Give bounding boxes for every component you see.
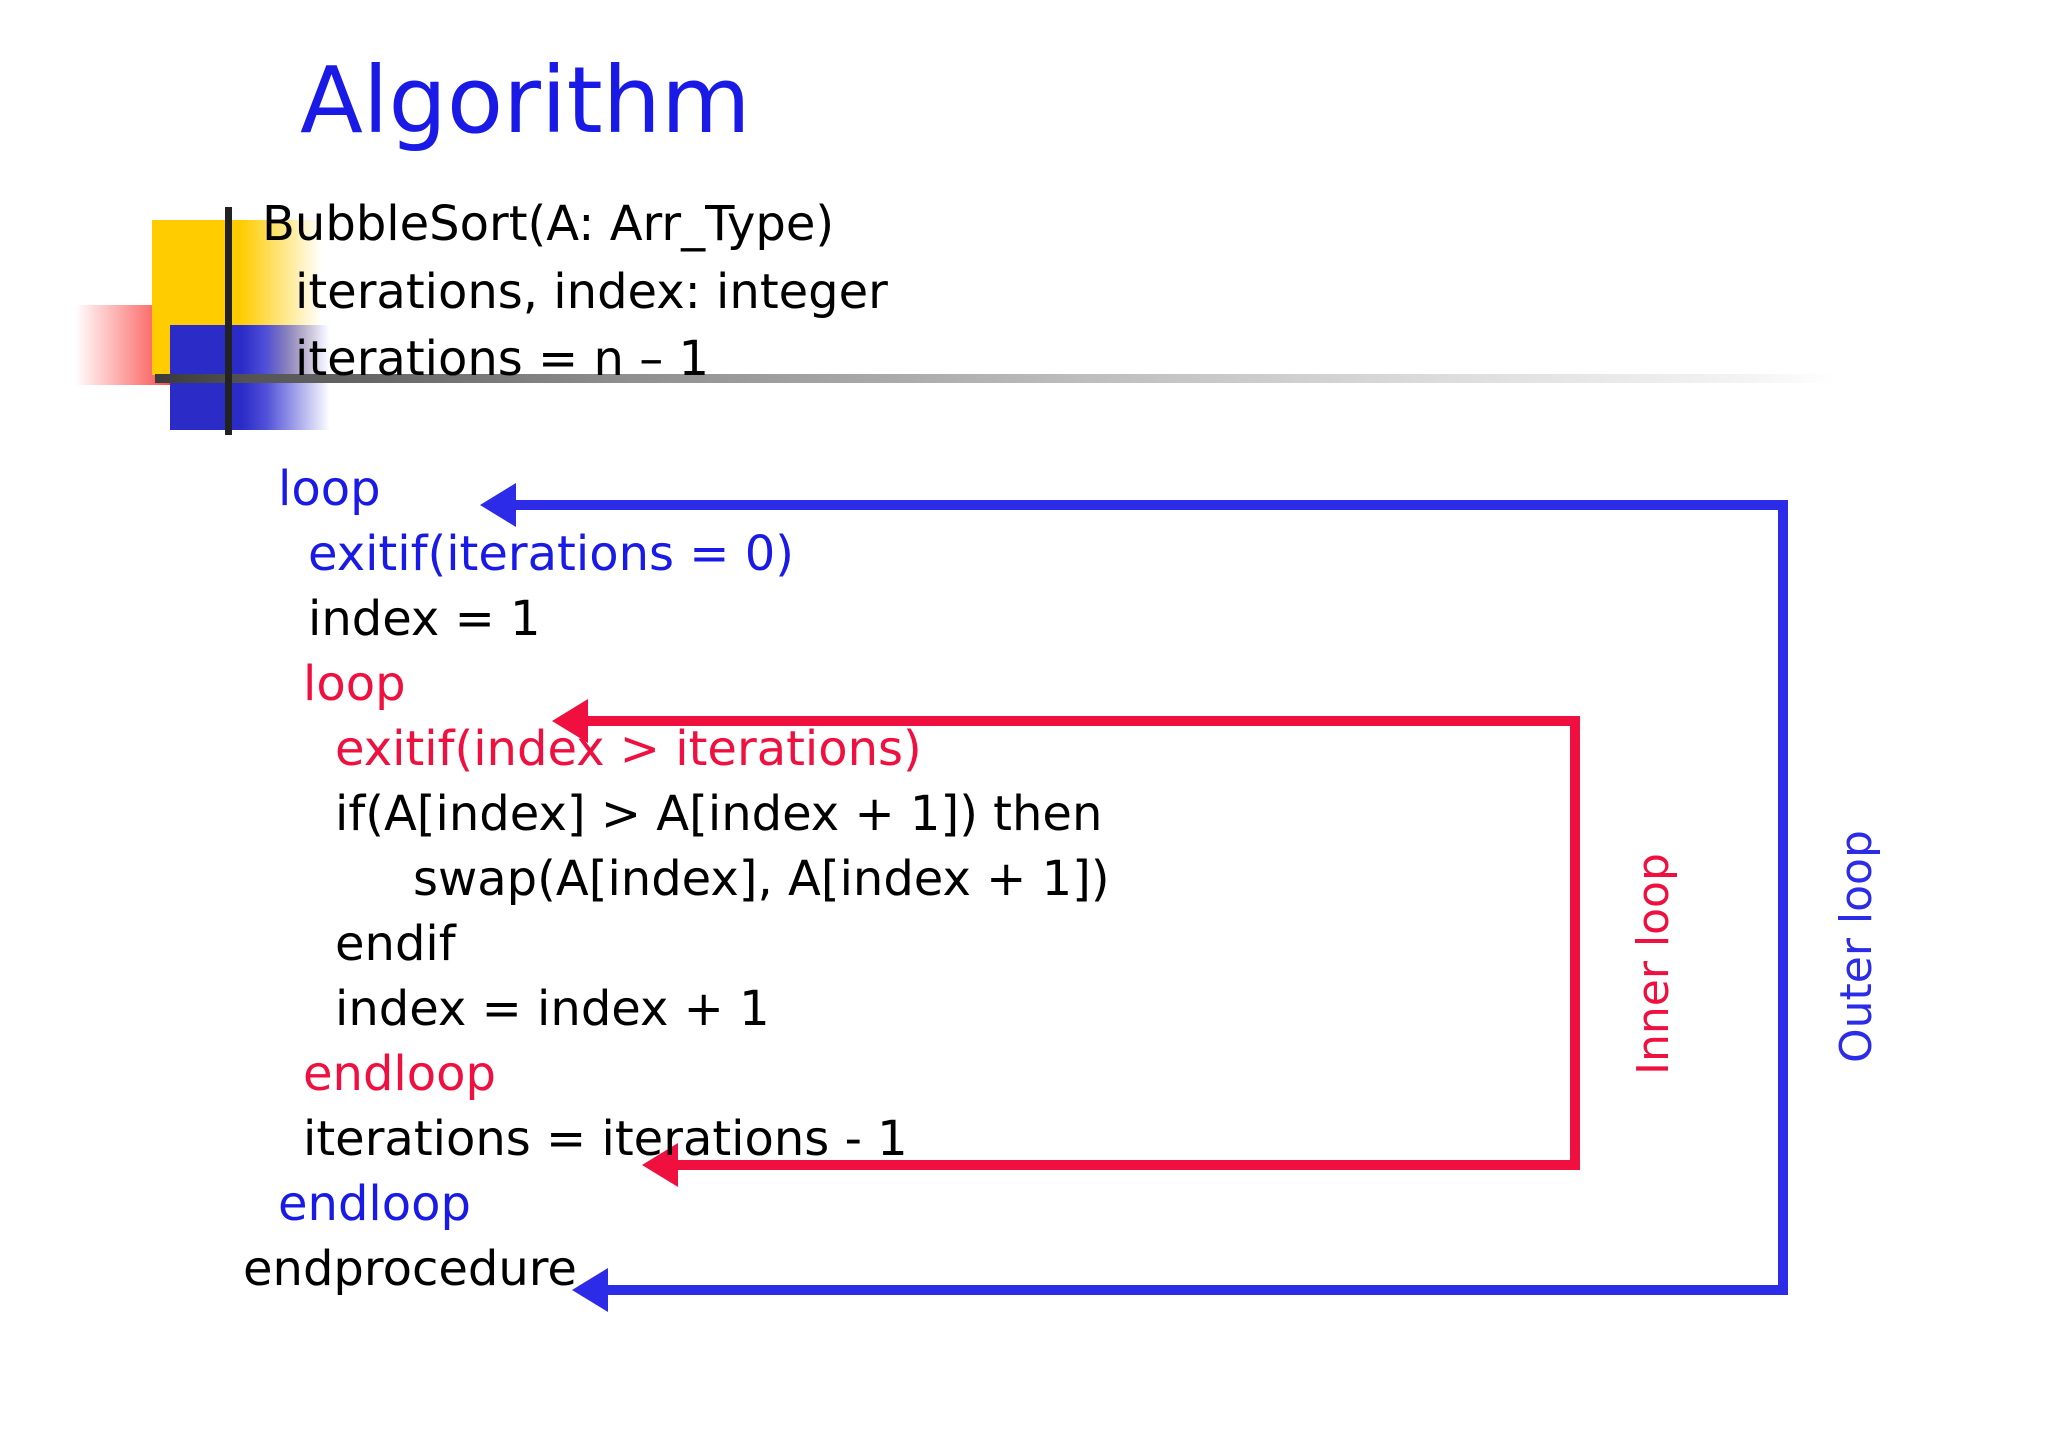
code-line: endprocedure [243, 1241, 577, 1297]
outer-loop-label: Outer loop [1831, 830, 1882, 1063]
code-line-signature: BubbleSort(A: Arr_Type) [262, 196, 835, 252]
outer-loop-bottom-line [590, 1285, 1788, 1295]
logo-horizontal-rule [155, 374, 1835, 383]
code-line: exitif(index > iterations) [335, 721, 922, 777]
code-line: index = index + 1 [335, 981, 770, 1037]
inner-loop-bottom-line [660, 1160, 1580, 1170]
inner-loop-bottom-arrowhead-icon [642, 1143, 678, 1187]
code-line: loop [303, 656, 406, 712]
code-line: exitif(iterations = 0) [308, 526, 794, 582]
outer-loop-top-line [498, 500, 1788, 510]
code-line: endloop [303, 1046, 496, 1102]
code-line: swap(A[index], A[index + 1]) [413, 851, 1110, 907]
inner-loop-label: Inner loop [1628, 853, 1679, 1075]
code-line: iterations = iterations - 1 [303, 1111, 908, 1167]
code-line: loop [278, 461, 381, 517]
code-line-init-iterations: iterations = n – 1 [295, 331, 709, 387]
code-line: if(A[index] > A[index + 1]) then [335, 786, 1103, 842]
code-line: endif [335, 916, 456, 972]
outer-loop-vertical-line [1778, 500, 1788, 1295]
outer-loop-bottom-arrowhead-icon [572, 1268, 608, 1312]
code-line: endloop [278, 1176, 471, 1232]
logo-vertical-rule [225, 207, 232, 435]
code-line-declarations: iterations, index: integer [295, 264, 888, 320]
inner-loop-top-arrowhead-icon [552, 699, 588, 743]
code-line: index = 1 [308, 591, 541, 647]
inner-loop-vertical-line [1570, 716, 1580, 1170]
outer-loop-top-arrowhead-icon [480, 483, 516, 527]
inner-loop-top-line [570, 716, 1580, 726]
page-title: Algorithm [300, 47, 751, 154]
